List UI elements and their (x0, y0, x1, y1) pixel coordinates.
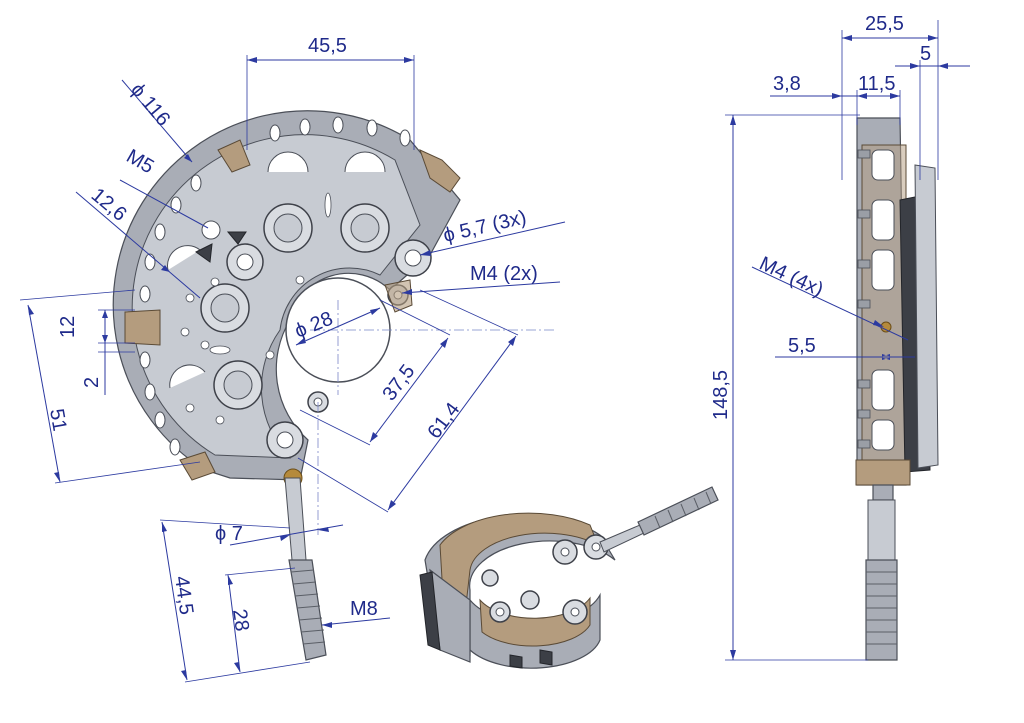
dim-2: 2 (81, 377, 103, 388)
front-view (112, 110, 555, 661)
dim-side-5-5: 5,5 (788, 335, 816, 357)
dim-width-top: 45,5 (308, 35, 347, 57)
insulator-clips (124, 139, 461, 481)
side-view (855, 117, 939, 661)
dim-stud-length: 44,5 (170, 575, 197, 617)
terminal-stud (284, 477, 327, 661)
dim-12: 12 (57, 316, 79, 338)
dim-stud-diameter: ϕ 7 (215, 523, 243, 545)
dim-thread-m4-4x: M4 (4x) (756, 253, 827, 302)
cooling-fins (139, 116, 411, 456)
dim-hole-diameter: ϕ 5,7 (3x) (441, 206, 528, 246)
vent-holes (180, 192, 332, 425)
dim-side-3-8: 3,8 (773, 73, 801, 95)
dim-side-5: 5 (920, 43, 931, 65)
dim-side-11-5: 11,5 (858, 73, 895, 95)
dim-51: 51 (45, 407, 71, 433)
dim-thread-m5: M5 (123, 145, 158, 178)
dim-outer-diameter: ϕ 116 (126, 79, 174, 130)
dim-radial-37-5: 37,5 (378, 361, 419, 405)
dim-side-25-5: 25,5 (865, 13, 904, 35)
dim-radial-61-4: 61,4 (423, 399, 464, 443)
dim-thread-m8: M8 (350, 598, 378, 620)
dim-height-148-5: 148,5 (710, 370, 732, 420)
side-dimensions: 25,5 5 3,8 11,5 M4 (4x) 5,5 148,5 (710, 13, 970, 661)
dim-thread-length: 28 (228, 608, 253, 633)
dim-thread-m4-2x: M4 (2x) (470, 263, 538, 285)
isometric-view (419, 486, 719, 669)
diodes (167, 151, 390, 410)
